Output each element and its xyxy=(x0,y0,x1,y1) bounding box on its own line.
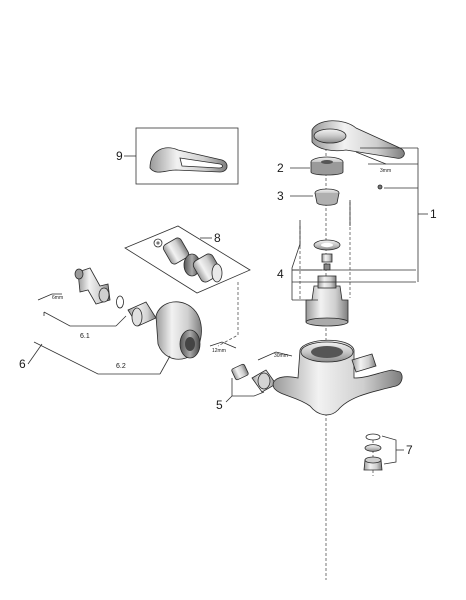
part-8-group: 8 xyxy=(124,225,251,294)
part-6-group: 6mm 6.1 6.2 6 xyxy=(19,267,202,375)
callout-7: 7 xyxy=(406,443,413,457)
hex-key-3mm xyxy=(355,151,387,165)
callout-6-1: 6.1 xyxy=(80,333,90,340)
hex-key-12mm-label: 12mm xyxy=(212,348,226,354)
main-assembly: 3mm 2 3 4 xyxy=(272,120,437,580)
part-8-frame xyxy=(124,225,251,294)
hex-key-6mm-label: 6mm xyxy=(52,295,63,301)
part-7-group: 7 xyxy=(363,433,413,471)
part-8-sleeve xyxy=(162,237,190,265)
part-7-screen xyxy=(364,444,382,452)
callout-5-bracket xyxy=(225,391,265,403)
part-6-washer xyxy=(116,295,124,309)
hex-key-30mm-label: 30mm xyxy=(274,353,288,359)
part-7-washer xyxy=(365,433,381,441)
callout-6-1-bracket xyxy=(43,311,116,327)
hex-key-30mm xyxy=(257,351,293,361)
callout-7-bracket xyxy=(381,435,397,465)
callout-9: 9 xyxy=(116,149,123,163)
part-4-spindle xyxy=(321,253,333,263)
hex-key-6mm xyxy=(37,293,62,301)
callout-6: 6 xyxy=(19,357,26,371)
part-1-cartridge xyxy=(305,285,349,323)
callout-3: 3 xyxy=(277,189,284,203)
callout-4: 4 xyxy=(277,267,284,281)
part-5-nipple xyxy=(231,363,249,381)
part-5-group: 12mm 30mm 5 xyxy=(209,341,293,412)
part-9-group: 9 xyxy=(116,127,239,185)
callout-2: 2 xyxy=(277,161,284,175)
callout-1: 1 xyxy=(430,207,437,221)
hex-key-3mm-label: 3mm xyxy=(380,168,391,174)
part-1-screw xyxy=(377,184,383,190)
part-8-leader xyxy=(217,282,239,347)
hex-key-12mm xyxy=(209,341,237,349)
callout-6-2: 6.2 xyxy=(116,363,126,370)
callout-5: 5 xyxy=(216,398,223,412)
part-body xyxy=(272,339,403,416)
callout-8: 8 xyxy=(214,231,221,245)
part-9-handle-slot xyxy=(179,157,223,169)
callout-6-2-bracket xyxy=(33,341,160,375)
